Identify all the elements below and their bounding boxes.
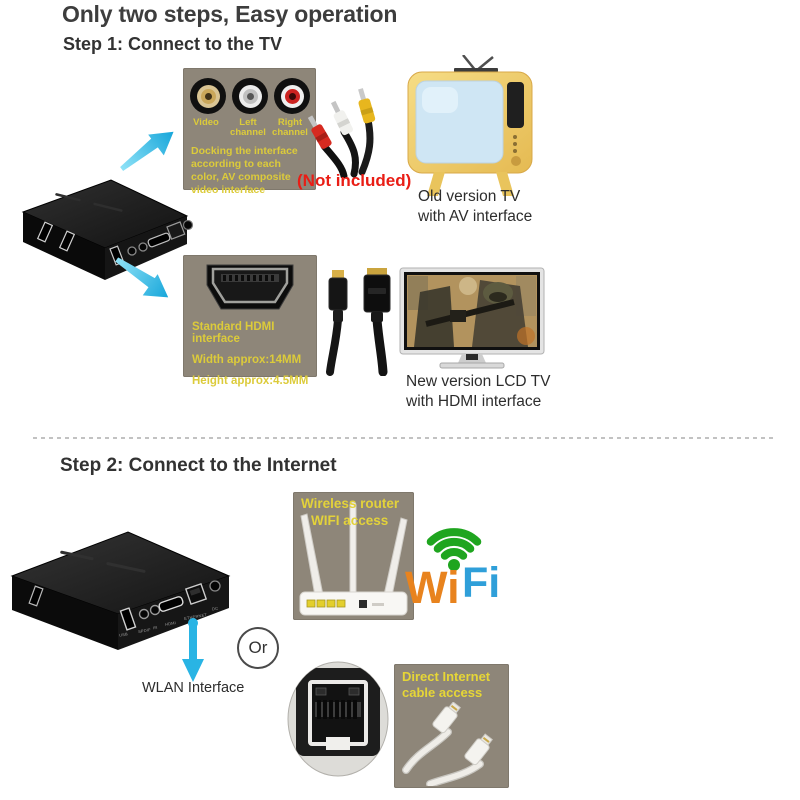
rca-ports	[190, 78, 310, 114]
wifi-dot-icon	[448, 559, 460, 571]
or-badge: Or	[237, 627, 279, 669]
hdmi-interface-panel: Standard HDMI interface Width approx:14M…	[183, 255, 317, 387]
hdmi-port-icon	[206, 264, 294, 310]
wifi-text-wi: Wi	[405, 562, 460, 608]
rca-video-label: Video	[193, 117, 219, 128]
ethernet-cables-illustration	[402, 702, 493, 786]
wlan-interface-label: WLAN Interface	[142, 680, 245, 696]
hdmi-cable-illustration	[326, 268, 391, 376]
av-panel-description: Docking the interface according to each …	[191, 145, 298, 196]
dashed-divider	[33, 437, 773, 439]
direct-panel-text: Direct Internet cable access	[402, 669, 491, 700]
tv-box-device-2	[10, 531, 231, 650]
port-label-dc: DC	[211, 605, 219, 612]
hdmi-connector-right-icon	[363, 268, 391, 322]
rca-plug-yellow-icon	[358, 88, 376, 124]
arrow-up-right-icon	[120, 131, 174, 172]
rca-video-port-icon	[190, 78, 226, 114]
not-included-note: (Not included)	[297, 171, 412, 190]
direct-internet-panel: Direct Internet cable access	[394, 664, 509, 788]
old-tv-illustration	[407, 55, 533, 196]
page-title: Only two steps, Easy operation	[62, 1, 398, 27]
rca-right-channel-port-icon	[274, 78, 310, 114]
rca-plug-red-icon	[307, 115, 332, 149]
rj45-plug-2-icon	[464, 733, 493, 766]
new-tv-illustration	[399, 267, 545, 369]
tv-game-scene	[407, 275, 537, 347]
arrow-down-icon	[182, 618, 204, 682]
hdmi-connector-left-icon	[328, 270, 348, 322]
arrow-down-right-icon	[115, 257, 169, 298]
old-tv-caption: Old version TV with AV interface	[418, 188, 533, 225]
ethernet-port-photo	[287, 661, 389, 777]
tv-box-device-1	[21, 179, 194, 280]
router-illustration	[299, 501, 408, 616]
rca-cable-illustration	[307, 88, 376, 178]
rca-left-label: Left channel	[230, 117, 266, 138]
rca-left-channel-port-icon	[232, 78, 268, 114]
wifi-logo: Wi Fi	[405, 528, 500, 608]
wireless-router-panel: Wireless router WIFI access	[293, 492, 414, 620]
step1-heading: Step 1: Connect to the TV	[63, 34, 283, 54]
router-panel-text: Wireless router WIFI access	[301, 496, 400, 528]
tv-antenna-icon	[454, 55, 498, 72]
new-tv-caption: New version LCD TV with HDMI interface	[406, 373, 551, 410]
rca-right-label: Right channel	[272, 117, 308, 138]
step2-heading: Step 2: Connect to the Internet	[60, 455, 337, 476]
hdmi-panel-text: Standard HDMI interface Width approx:14M…	[192, 321, 309, 387]
wifi-waves-icon	[426, 528, 482, 560]
port-label-ir: IR	[152, 624, 158, 631]
av-interface-panel: Video Left channel Right channel Docking…	[183, 68, 316, 196]
rj45-plug-1-icon	[432, 702, 461, 734]
wifi-text-fi: Fi	[462, 559, 500, 607]
rca-cable-wires	[320, 116, 374, 178]
rca-plug-white-icon	[330, 100, 353, 136]
